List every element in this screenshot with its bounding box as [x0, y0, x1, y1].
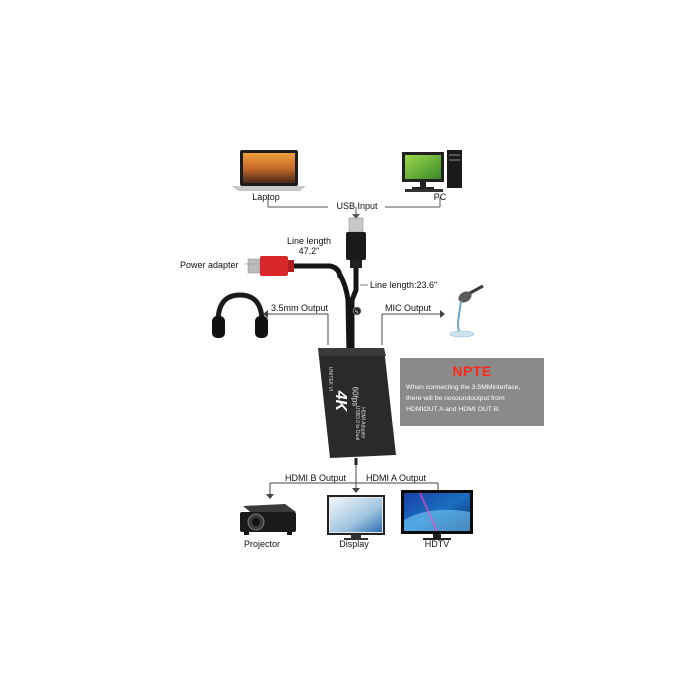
- usb-input-lines: [267, 197, 441, 219]
- mic-output-label: MIC Output: [385, 303, 432, 313]
- usb-a-plug: [346, 217, 366, 268]
- red-usb-plug: [247, 256, 294, 276]
- headphones-icon: [212, 292, 268, 338]
- microphone-icon: [449, 284, 484, 338]
- adapter-device: [318, 348, 396, 465]
- display-label: Display: [339, 539, 369, 549]
- line-length-1-label: Line length: [286, 236, 332, 246]
- projector-icon: [240, 504, 296, 535]
- adapter-fps-label: 60fps: [350, 386, 360, 407]
- svg-text:ϟ: ϟ: [355, 310, 359, 316]
- audio-output-lines: [263, 310, 445, 345]
- projector-label: Projector: [243, 539, 281, 549]
- usb-input-label: USB Input: [336, 201, 378, 211]
- line-length-2-label: Line length:23.6": [370, 280, 438, 290]
- note-text: When connecting the 3.5MMinterface, ther…: [406, 382, 542, 415]
- usb-cable: [349, 268, 359, 355]
- hdmi-b-output-label: HDMI B Output: [285, 473, 347, 483]
- power-adapter-label: Power adapter: [180, 260, 239, 270]
- hdtv-icon: [401, 490, 473, 540]
- note-line: there will be nosoundoutput from: [406, 395, 505, 402]
- headphones-output-label: 3.5mm Output: [271, 303, 329, 313]
- pc-label: PC: [433, 192, 447, 202]
- laptop-icon: [232, 150, 306, 191]
- note-line: When connecting the 3.5MMinterface,: [406, 384, 521, 391]
- line-length-1-value: 47.2": [298, 246, 320, 256]
- power-cable: [337, 273, 352, 356]
- adapter-maker-label: UNITEK VI: [327, 366, 334, 392]
- pc-icon: [402, 150, 462, 192]
- hdtv-label: HDTV: [424, 539, 450, 549]
- note-title: NPTE: [452, 363, 492, 379]
- adapter-4k-label: 4K: [332, 390, 350, 412]
- hdmi-a-output-label: HDMI A Output: [366, 473, 427, 483]
- note-line: HDMIOUT A and HDMI OUT B.: [406, 406, 501, 413]
- laptop-label: Laptop: [252, 192, 280, 202]
- adapter-model-line2: HDMI Adapter: [359, 407, 366, 439]
- note-box: NPTE When connecting the 3.5MMinterface,…: [400, 358, 544, 426]
- display-icon: [327, 495, 385, 540]
